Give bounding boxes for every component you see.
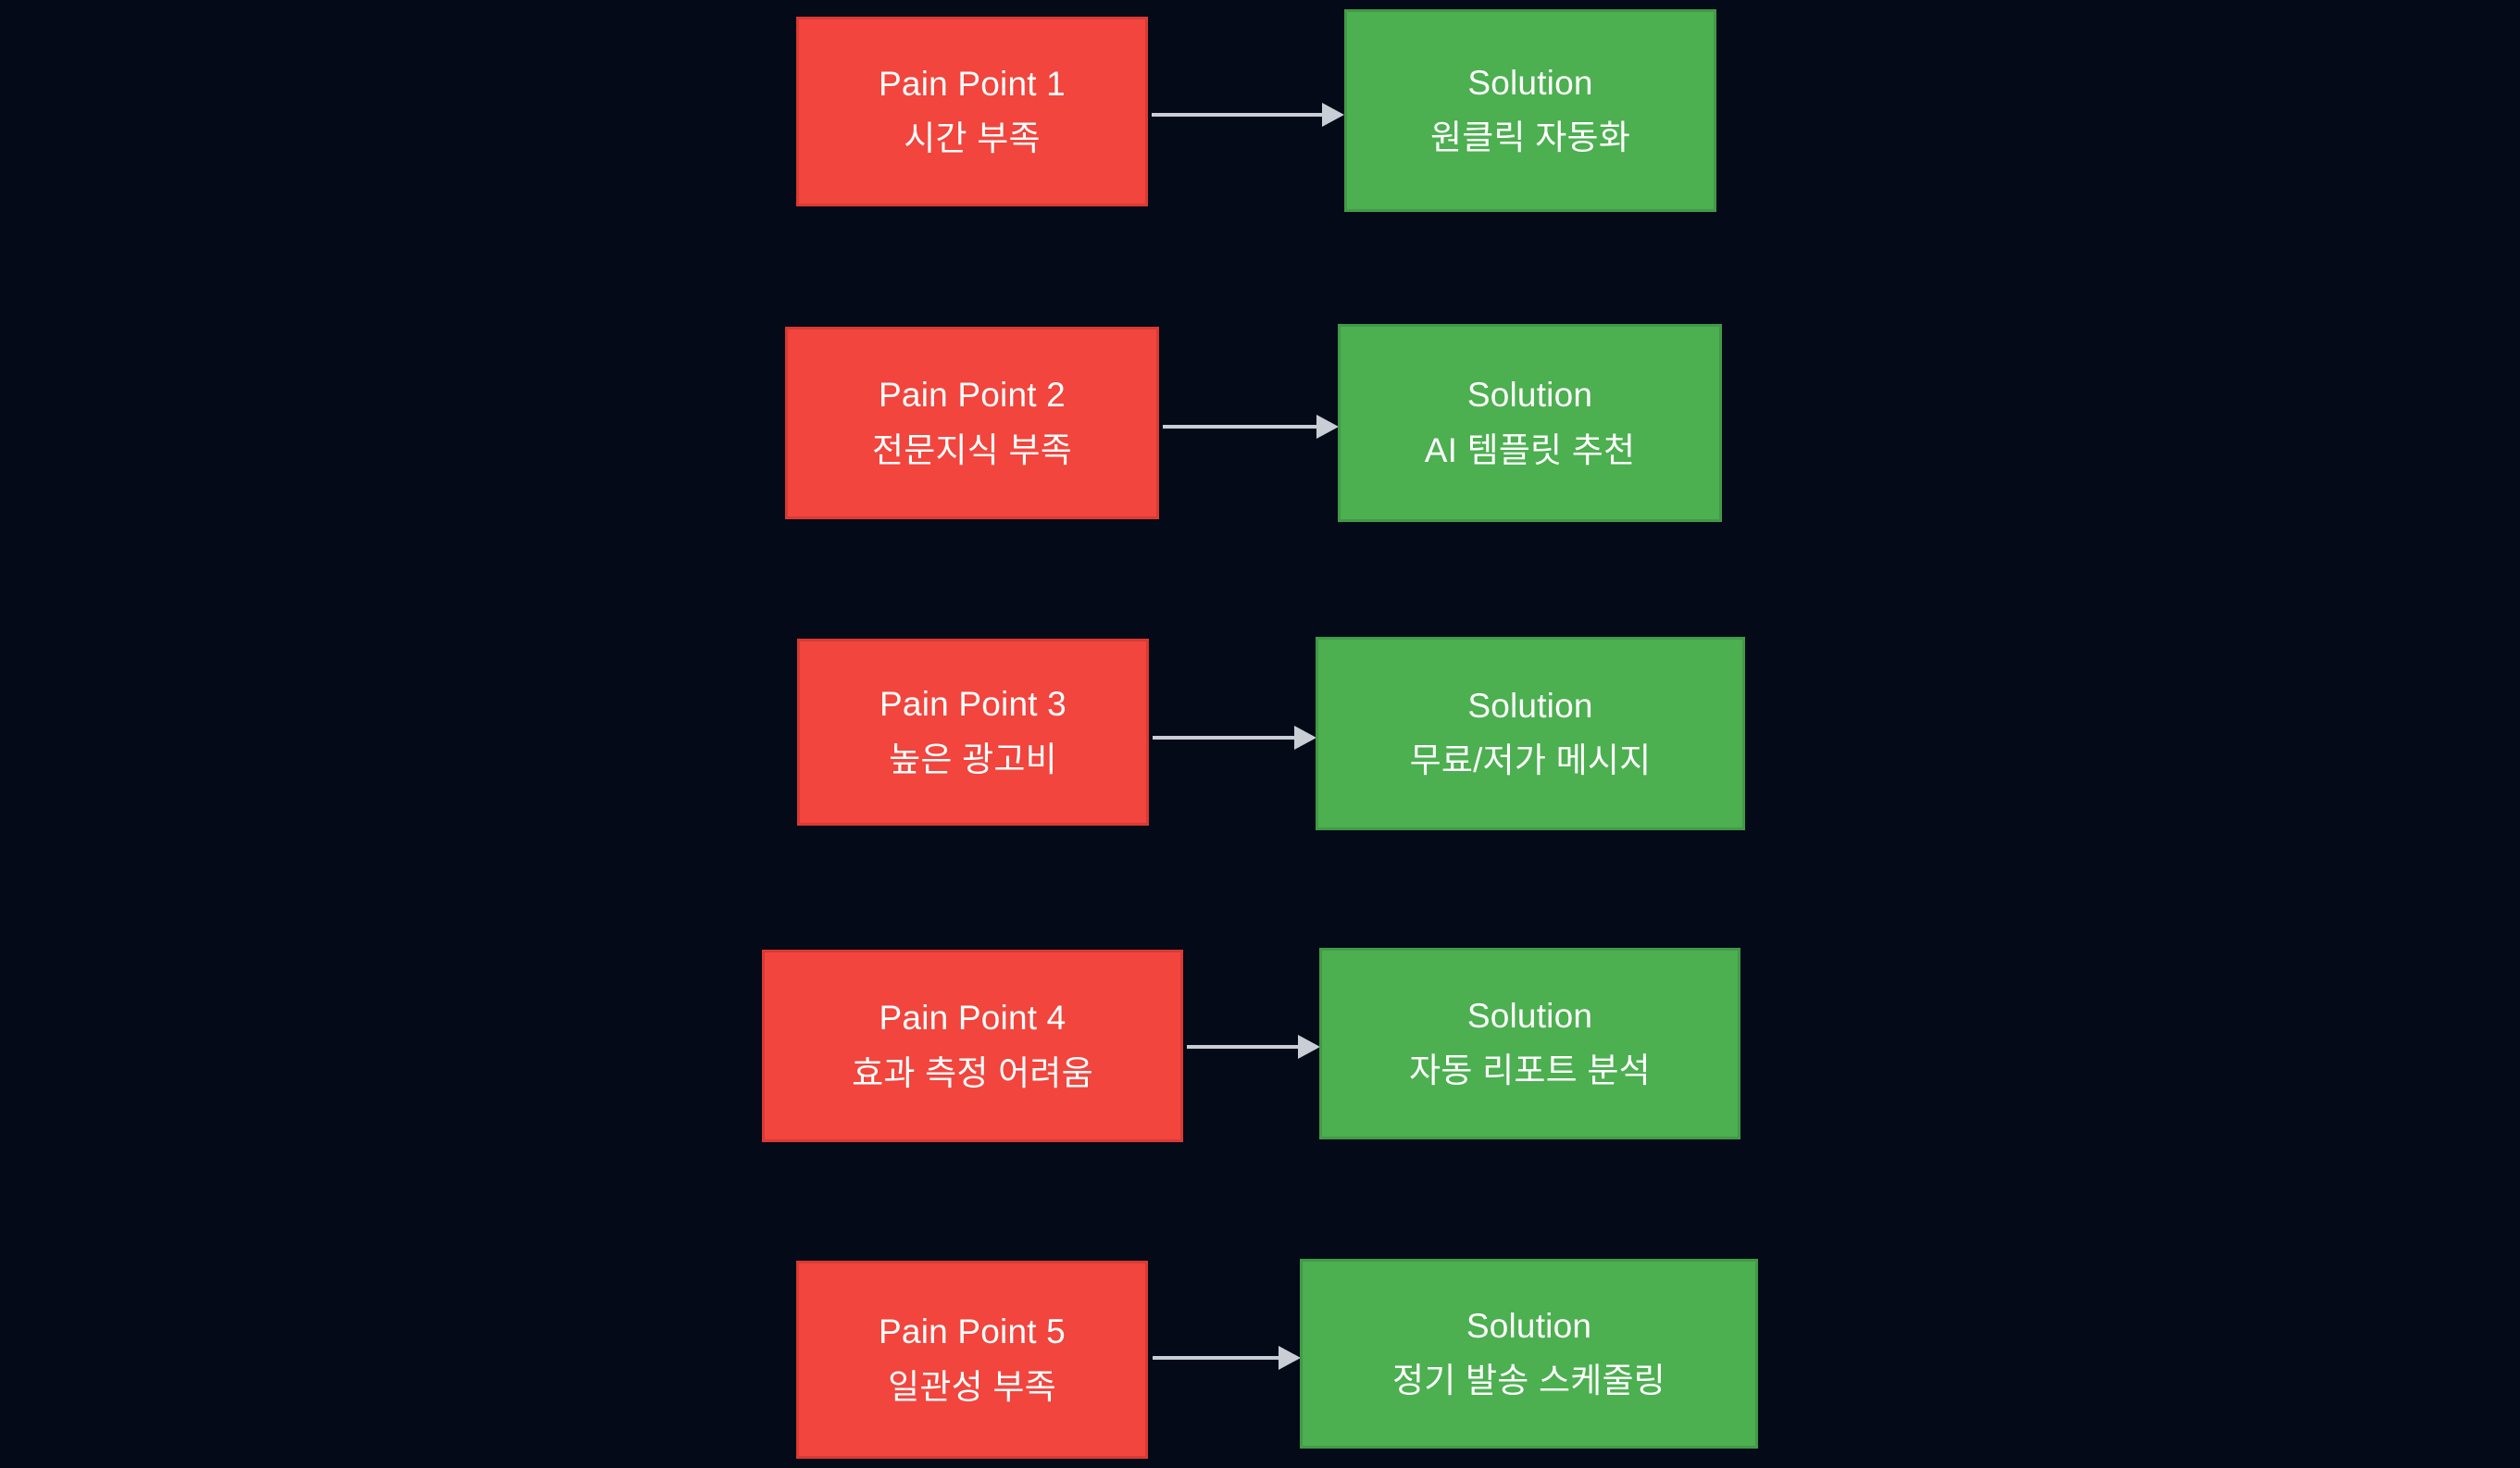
solution-node-5[interactable]: Solution 정기 발송 스케줄링 [1300,1259,1758,1449]
arrow-head-icon [1316,415,1339,439]
pain-node-title: Pain Point 4 [879,999,1067,1038]
solution-node-title: Solution [1467,63,1593,102]
pain-node-title: Pain Point 3 [880,685,1067,724]
pain-point-node-3[interactable]: Pain Point 3 높은 광고비 [797,639,1149,826]
solution-node-2[interactable]: Solution AI 템플릿 추천 [1338,324,1722,522]
arrow-shaft [1153,736,1296,740]
pain-node-detail: 일관성 부족 [888,1367,1056,1406]
arrow-head-icon [1322,103,1344,127]
arrow-head-icon [1294,726,1316,750]
solution-node-1[interactable]: Solution 원클릭 자동화 [1344,9,1716,212]
solution-node-detail: AI 템플릿 추천 [1424,430,1636,469]
pain-node-detail: 높은 광고비 [889,740,1057,778]
pain-point-node-4[interactable]: Pain Point 4 효과 측정 어려움 [762,950,1183,1142]
arrow-head-icon [1279,1346,1301,1370]
arrow-shaft [1152,113,1324,117]
arrow-shaft [1187,1045,1300,1049]
pain-node-detail: 전문지식 부족 [872,430,1072,469]
solution-node-title: Solution [1466,1306,1592,1345]
solution-node-4[interactable]: Solution 자동 리포트 분석 [1319,948,1740,1139]
solution-node-title: Solution [1467,686,1593,725]
solution-node-detail: 자동 리포트 분석 [1409,1051,1651,1089]
pain-point-node-5[interactable]: Pain Point 5 일관성 부족 [796,1261,1148,1459]
pain-node-title: Pain Point 5 [879,1312,1066,1351]
pain-point-node-2[interactable]: Pain Point 2 전문지식 부족 [785,327,1159,519]
solution-node-title: Solution [1466,996,1593,1035]
solution-node-title: Solution [1466,376,1593,415]
pain-node-title: Pain Point 2 [879,376,1066,415]
solution-node-detail: 무료/저가 메시지 [1409,741,1652,779]
pain-node-detail: 시간 부족 [904,119,1041,157]
pain-node-detail: 효과 측정 어려움 [852,1053,1093,1092]
arrow-shaft [1163,425,1318,429]
solution-node-3[interactable]: Solution 무료/저가 메시지 [1316,637,1745,830]
arrow-shaft [1153,1356,1280,1360]
pain-point-node-1[interactable]: Pain Point 1 시간 부족 [796,17,1148,206]
pain-node-title: Pain Point 1 [879,64,1066,103]
solution-node-detail: 원클릭 자동화 [1430,118,1630,156]
arrow-head-icon [1298,1035,1320,1059]
solution-node-detail: 정기 발송 스케줄링 [1392,1362,1665,1400]
